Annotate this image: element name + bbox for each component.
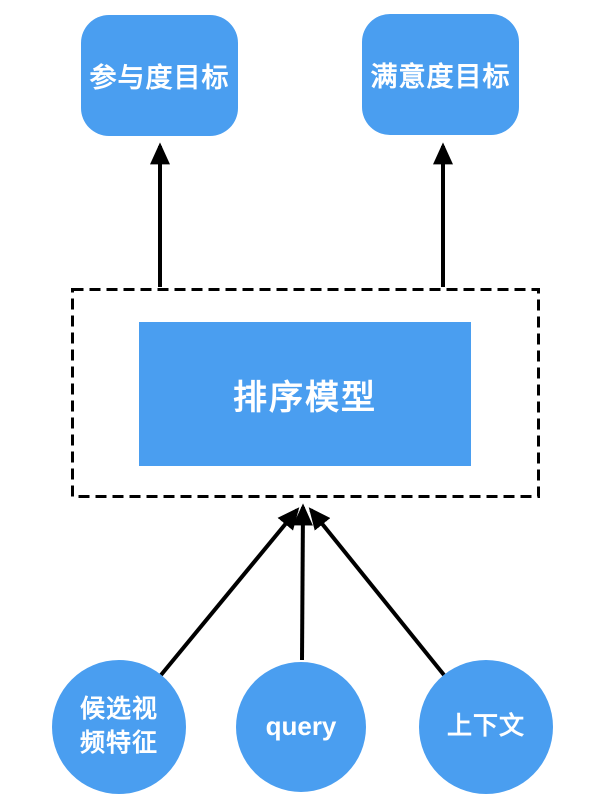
input-node-query-label: query [265,711,337,742]
ranking-model-node: 排序模型 [139,322,471,466]
input-node-candidate-video-features: 候选视 频特征 [52,660,186,794]
candidate-video-label-line1: 候选视 [79,695,158,724]
input-node-context-label: 上下文 [446,712,525,741]
output-node-engagement: 参与度目标 [81,15,238,136]
arrow-video-to-model [159,507,300,677]
output-node-satisfaction: 满意度目标 [362,14,519,135]
input-node-query: query [236,662,366,792]
output-node-engagement-label: 参与度目标 [89,63,230,93]
arrow-context-to-model [308,507,446,677]
input-node-candidate-video-features-label: 候选视 频特征 [80,693,158,761]
input-node-context: 上下文 [419,660,553,794]
arrow-query-to-model [292,503,313,661]
candidate-video-label-line2: 频特征 [79,729,158,757]
ranking-model-label: 排序模型 [233,378,377,417]
output-node-satisfaction-label: 满意度目标 [370,62,511,92]
